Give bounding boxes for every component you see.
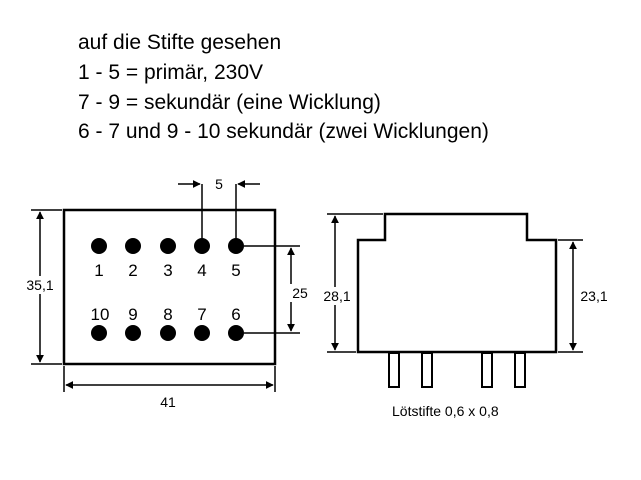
- pin-label-5: 5: [231, 261, 240, 280]
- top-pin-labels: 1 2 3 4 5: [94, 261, 240, 280]
- row-spacing-label: 25: [292, 285, 308, 301]
- side-body-height-dimension: 23,1: [558, 239, 616, 353]
- solder-pin-4: [514, 352, 526, 388]
- pin-label-3: 3: [163, 261, 172, 280]
- pin-label-4: 4: [197, 261, 206, 280]
- body-height-label: 35,1: [26, 277, 53, 293]
- pin-4-dot: [194, 238, 210, 254]
- header-line-secondary-double: 6 - 7 und 9 - 10 sekundär (zwei Wicklung…: [78, 120, 489, 143]
- solder-pin-caption: Lötstifte 0,6 x 0,8: [392, 403, 499, 419]
- body-width-dimension: 41: [63, 366, 276, 410]
- pin-9-dot: [125, 325, 141, 341]
- header-line-secondary-single: 7 - 9 = sekundär (eine Wicklung): [78, 91, 381, 114]
- bottom-pin-row: [91, 325, 244, 341]
- side-body-height-label: 23,1: [580, 288, 607, 304]
- pin-label-7: 7: [197, 305, 206, 324]
- body-height-dimension: 35,1: [22, 209, 62, 365]
- pin-pitch-label: 5: [215, 176, 223, 192]
- pin-8-dot: [160, 325, 176, 341]
- pin-label-10: 10: [91, 305, 110, 324]
- solder-pin-1: [388, 352, 400, 388]
- pin-10-dot: [91, 325, 107, 341]
- pin-label-9: 9: [128, 305, 137, 324]
- row-spacing-dimension: 25: [244, 245, 310, 334]
- pin-view-outline: [62, 208, 277, 366]
- pin-label-6: 6: [231, 305, 240, 324]
- side-total-height-dimension: 28,1: [318, 213, 383, 353]
- pin-pitch-dimension: 5: [178, 176, 260, 240]
- pin-label-1: 1: [94, 261, 103, 280]
- pin-label-8: 8: [163, 305, 172, 324]
- bottom-pin-labels: 10 9 8 7 6: [91, 305, 241, 324]
- side-total-height-label: 28,1: [323, 288, 350, 304]
- top-pin-row: [91, 238, 244, 254]
- solder-pins: [388, 352, 526, 388]
- header-line-view: auf die Stifte gesehen: [78, 31, 282, 54]
- pin-3-dot: [160, 238, 176, 254]
- pin-7-dot: [194, 325, 210, 341]
- header-line-primary: 1 - 5 = primär, 230V: [78, 61, 264, 84]
- solder-pin-2: [421, 352, 433, 388]
- pin-label-2: 2: [128, 261, 137, 280]
- solder-pin-3: [481, 352, 493, 388]
- pin-6-dot: [228, 325, 244, 341]
- body-width-label: 41: [160, 394, 176, 410]
- pin-5-dot: [228, 238, 244, 254]
- side-view-outline: [356, 212, 558, 354]
- pin-2-dot: [125, 238, 141, 254]
- pin-1-dot: [91, 238, 107, 254]
